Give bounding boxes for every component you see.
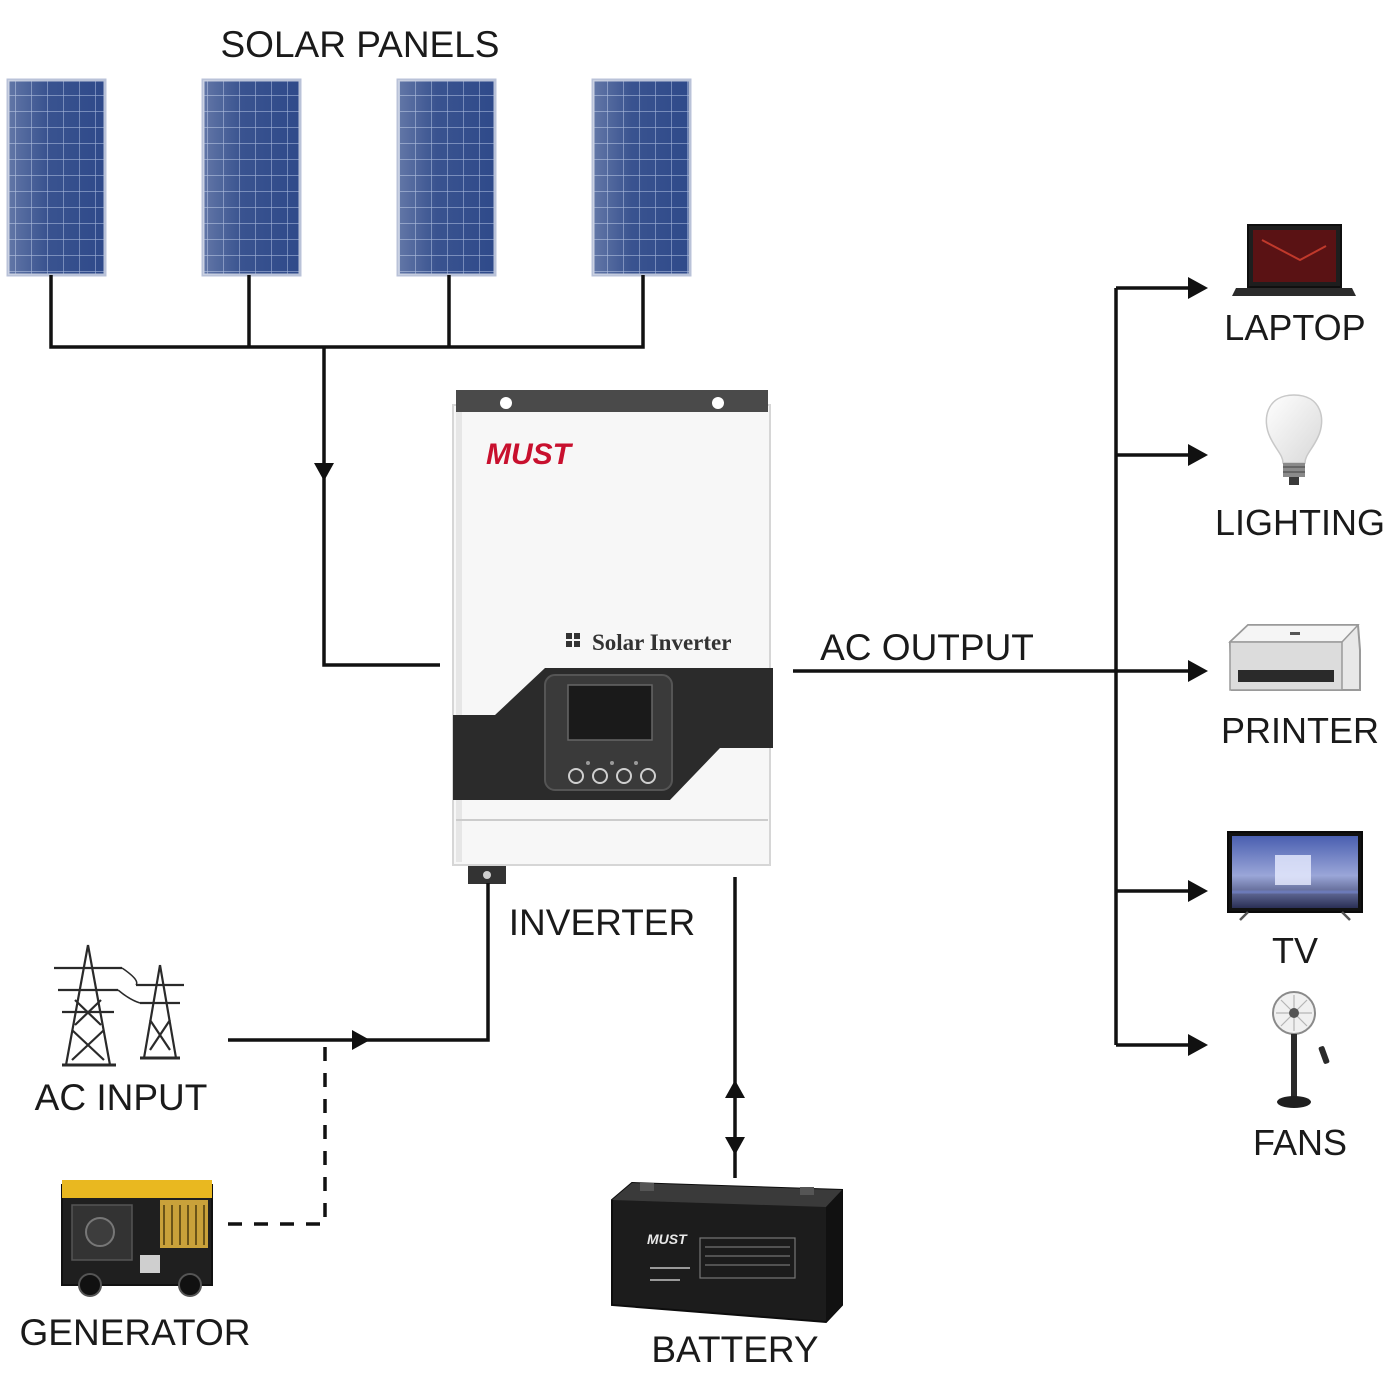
fan-icon xyxy=(1272,991,1330,1108)
solar-flow-arrow xyxy=(314,463,334,481)
laptop-icon xyxy=(1232,224,1356,296)
battery-wiring xyxy=(725,877,745,1178)
battery-label: BATTERY xyxy=(651,1329,818,1370)
light-bulb-icon xyxy=(1265,394,1323,485)
tv-label: TV xyxy=(1272,930,1318,971)
ac-input-flow-arrow xyxy=(352,1030,370,1050)
ac-output-label: AC OUTPUT xyxy=(820,627,1034,668)
printer-label: PRINTER xyxy=(1221,710,1379,751)
inverter-label: INVERTER xyxy=(509,902,695,943)
ac-output-arrows xyxy=(1188,277,1208,1056)
fans-label: FANS xyxy=(1253,1122,1347,1163)
battery-brand-logo: MUST xyxy=(647,1231,688,1247)
printer-icon xyxy=(1228,624,1361,691)
transmission-tower-icon xyxy=(54,944,184,1067)
battery-icon xyxy=(611,1181,843,1324)
solar-panel-2 xyxy=(201,78,302,277)
lighting-label: LIGHTING xyxy=(1215,502,1385,543)
solar-panels-label: SOLAR PANELS xyxy=(221,24,500,65)
solar-inverter-badge-icon xyxy=(566,633,580,647)
ac-input-wiring xyxy=(228,883,490,1042)
inverter-icon xyxy=(452,390,773,884)
ac-input-label: AC INPUT xyxy=(35,1077,208,1118)
solar-panel-3 xyxy=(396,78,497,277)
solar-panel-1 xyxy=(6,78,107,277)
solar-panel-4 xyxy=(591,78,692,277)
tv-icon xyxy=(1227,831,1363,921)
inverter-brand-logo: MUST xyxy=(486,438,574,471)
laptop-label: LAPTOP xyxy=(1224,307,1365,348)
generator-dashed-line xyxy=(228,1040,327,1226)
generator-icon xyxy=(61,1180,213,1297)
solar-panel-wiring xyxy=(49,275,645,667)
generator-label: GENERATOR xyxy=(20,1312,251,1353)
ac-output-wiring xyxy=(793,286,1190,1047)
inverter-product-name: Solar Inverter xyxy=(592,630,731,655)
